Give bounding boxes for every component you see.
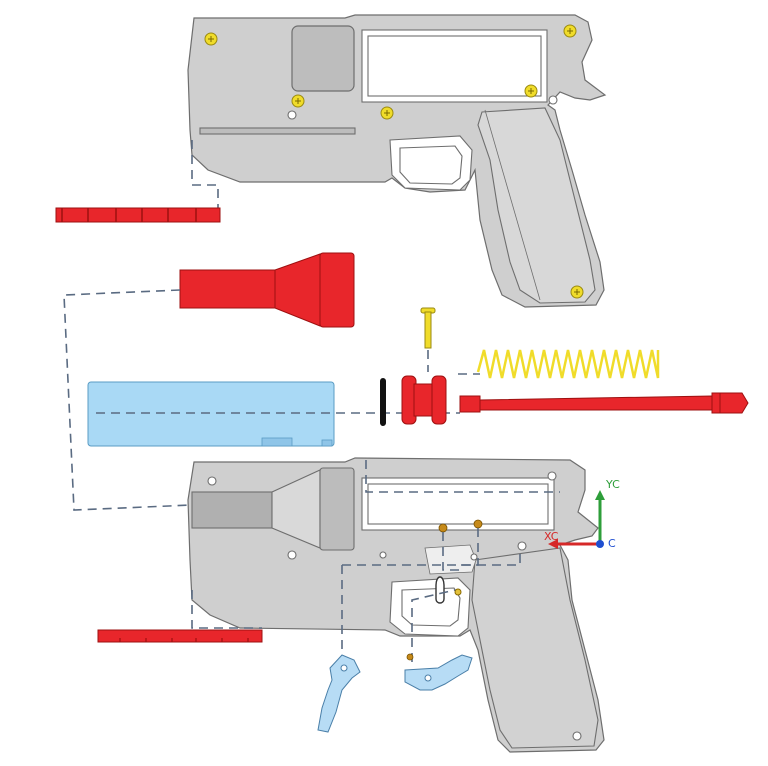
hole-lower-7 — [470, 553, 478, 561]
sear-part — [404, 653, 473, 691]
mechanism-recess — [424, 544, 477, 575]
screw-top-2 — [291, 94, 305, 108]
screw-top-5 — [563, 24, 577, 38]
pin-lower-3 — [454, 588, 462, 596]
screw-top-3 — [380, 106, 394, 120]
spring-clip-part — [435, 576, 445, 604]
o-ring-part — [380, 378, 386, 426]
grip-panel-top — [477, 107, 596, 304]
axis-origin — [596, 540, 604, 548]
rail-part-lower — [97, 629, 263, 643]
spring-part — [476, 349, 660, 379]
trigger-guard-opening-lower — [401, 587, 461, 627]
pin-lower-2 — [473, 519, 483, 529]
slide-window-top — [361, 29, 548, 103]
axis-x-head — [548, 539, 558, 549]
hole-lower-4 — [517, 541, 527, 551]
pin-hole-top-2 — [548, 95, 558, 105]
hole-lower-1 — [207, 476, 217, 486]
trigger-guard-opening-top — [399, 145, 463, 185]
axis-y-head — [595, 490, 605, 500]
frame-window-lower — [361, 477, 555, 531]
axis-c-label: C — [608, 537, 616, 550]
funnel-insert-lower-tube — [191, 491, 273, 529]
screw-top-4 — [524, 84, 538, 98]
hole-lower-2 — [287, 550, 297, 560]
explode-line-lower-1 — [365, 460, 560, 493]
hole-lower-3 — [379, 551, 387, 559]
explode-line-lower-7 — [191, 590, 262, 629]
assembled-pistol-top — [187, 14, 607, 308]
spool-part — [401, 375, 447, 425]
explode-line-lower-6 — [411, 589, 456, 662]
hole-lower-5 — [547, 471, 557, 481]
pin-lower-1 — [438, 523, 448, 533]
rail-part-upper — [55, 207, 221, 223]
explode-line-lower-2 — [442, 532, 464, 571]
grip-panel-lower — [471, 547, 599, 749]
axis-triad: YC XC C — [544, 478, 620, 550]
cylinder-top — [291, 25, 355, 92]
barrel-sleeve-part — [87, 381, 335, 447]
frame-window-inner-lower — [367, 483, 549, 525]
explode-line-funnel — [63, 289, 193, 511]
axis-yc-label: YC — [605, 478, 620, 491]
slide-window-inner-top — [367, 35, 542, 97]
lower-frame-exploded — [187, 457, 605, 753]
explode-line-rail-top — [191, 140, 219, 212]
screw-top-6 — [570, 285, 584, 299]
vertical-screw-part — [420, 307, 436, 349]
pin-hole-top-1 — [287, 110, 297, 120]
trigger-part — [317, 654, 361, 733]
barrel-funnel-part — [179, 252, 355, 328]
hole-lower-6 — [572, 731, 582, 741]
axis-xc-label: XC — [544, 530, 559, 543]
funnel-insert-lower-cap — [319, 467, 355, 551]
screw-top-1 — [204, 32, 218, 46]
grip-seam-top — [484, 109, 541, 301]
lower-rail-top — [199, 127, 356, 135]
firing-rod-part — [459, 392, 749, 414]
